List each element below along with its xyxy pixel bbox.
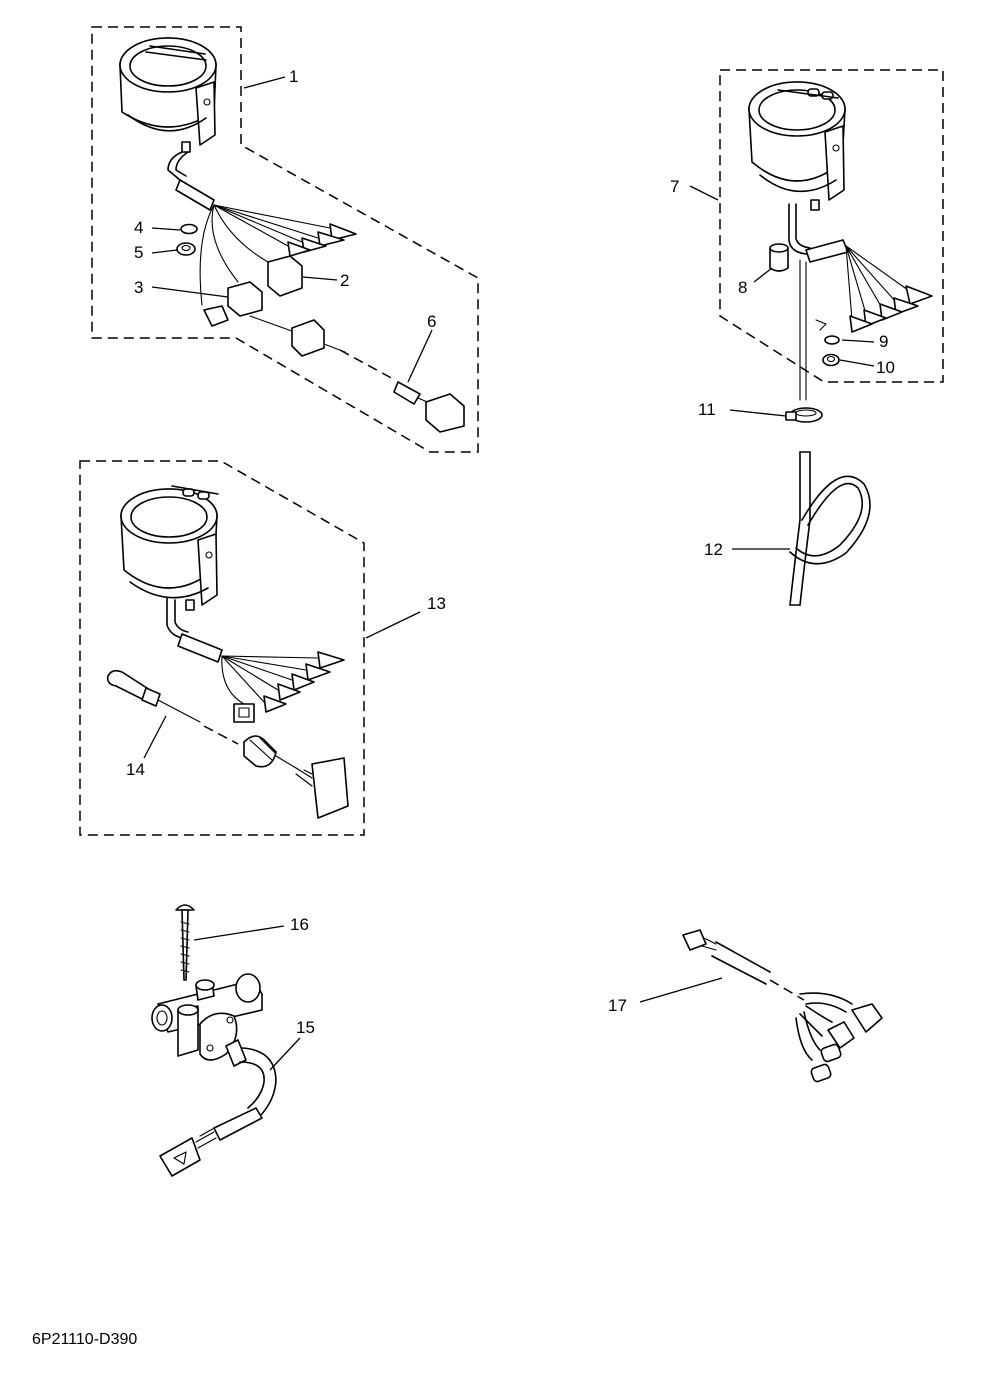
hose-12: 12	[704, 451, 871, 606]
callout-9: 9	[879, 332, 888, 351]
sensor-15: 16 15	[151, 904, 315, 1177]
callout-4: 4	[134, 218, 143, 237]
meter-assembly-13: 13 14	[79, 460, 446, 836]
callout-6: 6	[427, 312, 436, 331]
callout-10: 10	[876, 358, 895, 377]
callout-5: 5	[134, 243, 143, 262]
callout-17: 17	[608, 996, 627, 1015]
callout-11: 11	[698, 400, 716, 419]
callout-3: 3	[134, 278, 143, 297]
callout-7: 7	[670, 177, 679, 196]
callout-8: 8	[738, 278, 747, 297]
callout-15: 15	[296, 1018, 315, 1037]
document-code: 6P21110-D390	[32, 1331, 137, 1348]
callout-12: 12	[704, 540, 723, 559]
callout-1: 1	[289, 67, 298, 86]
wire-harness-17: 17	[608, 929, 883, 1083]
meter-assembly-7: 7 8 9 10 11	[670, 69, 944, 423]
meter-assembly-1: 1 2 3 4 5 6	[91, 26, 479, 453]
callout-2: 2	[340, 271, 349, 290]
callout-16: 16	[290, 915, 309, 934]
callout-13: 13	[427, 594, 446, 613]
callout-14: 14	[126, 760, 145, 779]
